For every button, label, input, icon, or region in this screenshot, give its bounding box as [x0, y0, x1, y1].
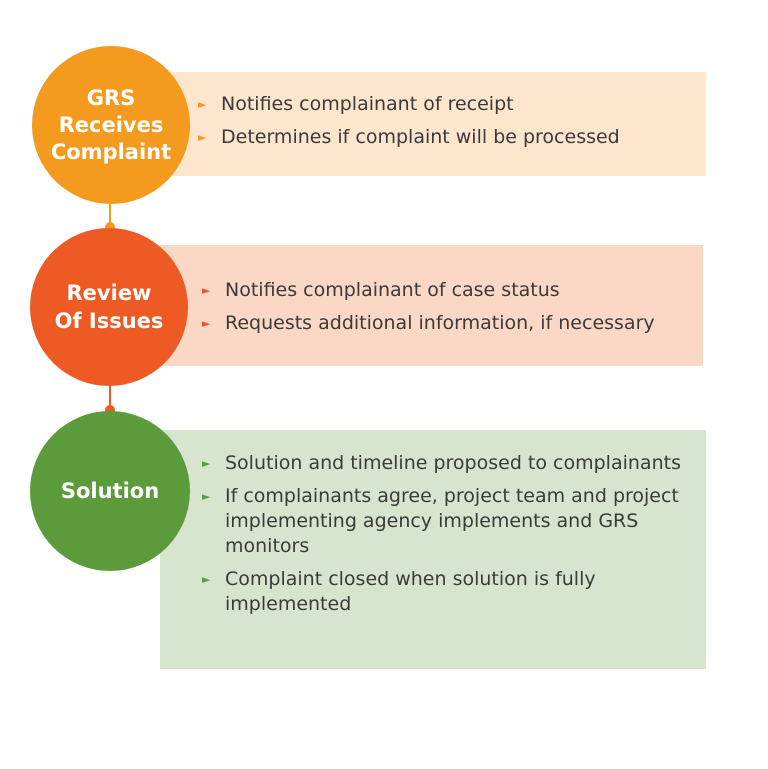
step-2-bullet-list: ► Notifies complainant of case status ► … — [202, 278, 693, 344]
connector-dot-1 — [105, 222, 115, 232]
arrow-right-icon: ► — [202, 284, 211, 297]
connector-line-1-2 — [109, 204, 111, 230]
list-item: ► Requests additional information, if ne… — [202, 311, 693, 336]
step-1-circle: GRS Receives Complaint — [32, 46, 190, 204]
list-item: ► Determines if complaint will be proces… — [198, 125, 696, 150]
list-item: ► If complainants agree, project team an… — [202, 484, 696, 559]
step-1-panel: ► Notifies complainant of receipt ► Dete… — [156, 72, 706, 176]
arrow-right-icon: ► — [198, 131, 207, 144]
connector-dot-2 — [105, 405, 115, 415]
bullet-text: Notifies complainant of case status — [225, 279, 560, 301]
arrow-right-icon: ► — [202, 490, 211, 503]
list-item: ► Complaint closed when solution is full… — [202, 567, 696, 617]
step-1-label: GRS Receives Complaint — [50, 85, 172, 164]
bullet-text: Determines if complaint will be processe… — [221, 126, 620, 148]
list-item: ► Notifies complainant of receipt — [198, 92, 696, 117]
list-item: ► Solution and timeline proposed to comp… — [202, 451, 696, 476]
arrow-right-icon: ► — [202, 573, 211, 586]
arrow-right-icon: ► — [202, 457, 211, 470]
connector-line-2-3 — [109, 385, 111, 413]
bullet-text: Requests additional information, if nece… — [225, 312, 655, 334]
step-2-panel: ► Notifies complainant of case status ► … — [160, 245, 703, 366]
arrow-right-icon: ► — [198, 98, 207, 111]
step-1-bullet-list: ► Notifies complainant of receipt ► Dete… — [198, 92, 696, 158]
step-2-label: Review Of Issues — [54, 281, 164, 333]
bullet-text: Complaint closed when solution is fully … — [225, 568, 596, 615]
step-3-bullet-list: ► Solution and timeline proposed to comp… — [202, 451, 696, 625]
arrow-right-icon: ► — [202, 317, 211, 330]
step-2-circle: Review Of Issues — [30, 228, 188, 386]
step-3-panel: ► Solution and timeline proposed to comp… — [160, 430, 706, 669]
bullet-text: Notifies complainant of receipt — [221, 93, 514, 115]
bullet-text: Solution and timeline proposed to compla… — [225, 452, 681, 474]
step-3-label: Solution — [60, 479, 160, 503]
step-3-circle: Solution — [30, 411, 190, 571]
bullet-text: If complainants agree, project team and … — [225, 485, 679, 557]
list-item: ► Notifies complainant of case status — [202, 278, 693, 303]
